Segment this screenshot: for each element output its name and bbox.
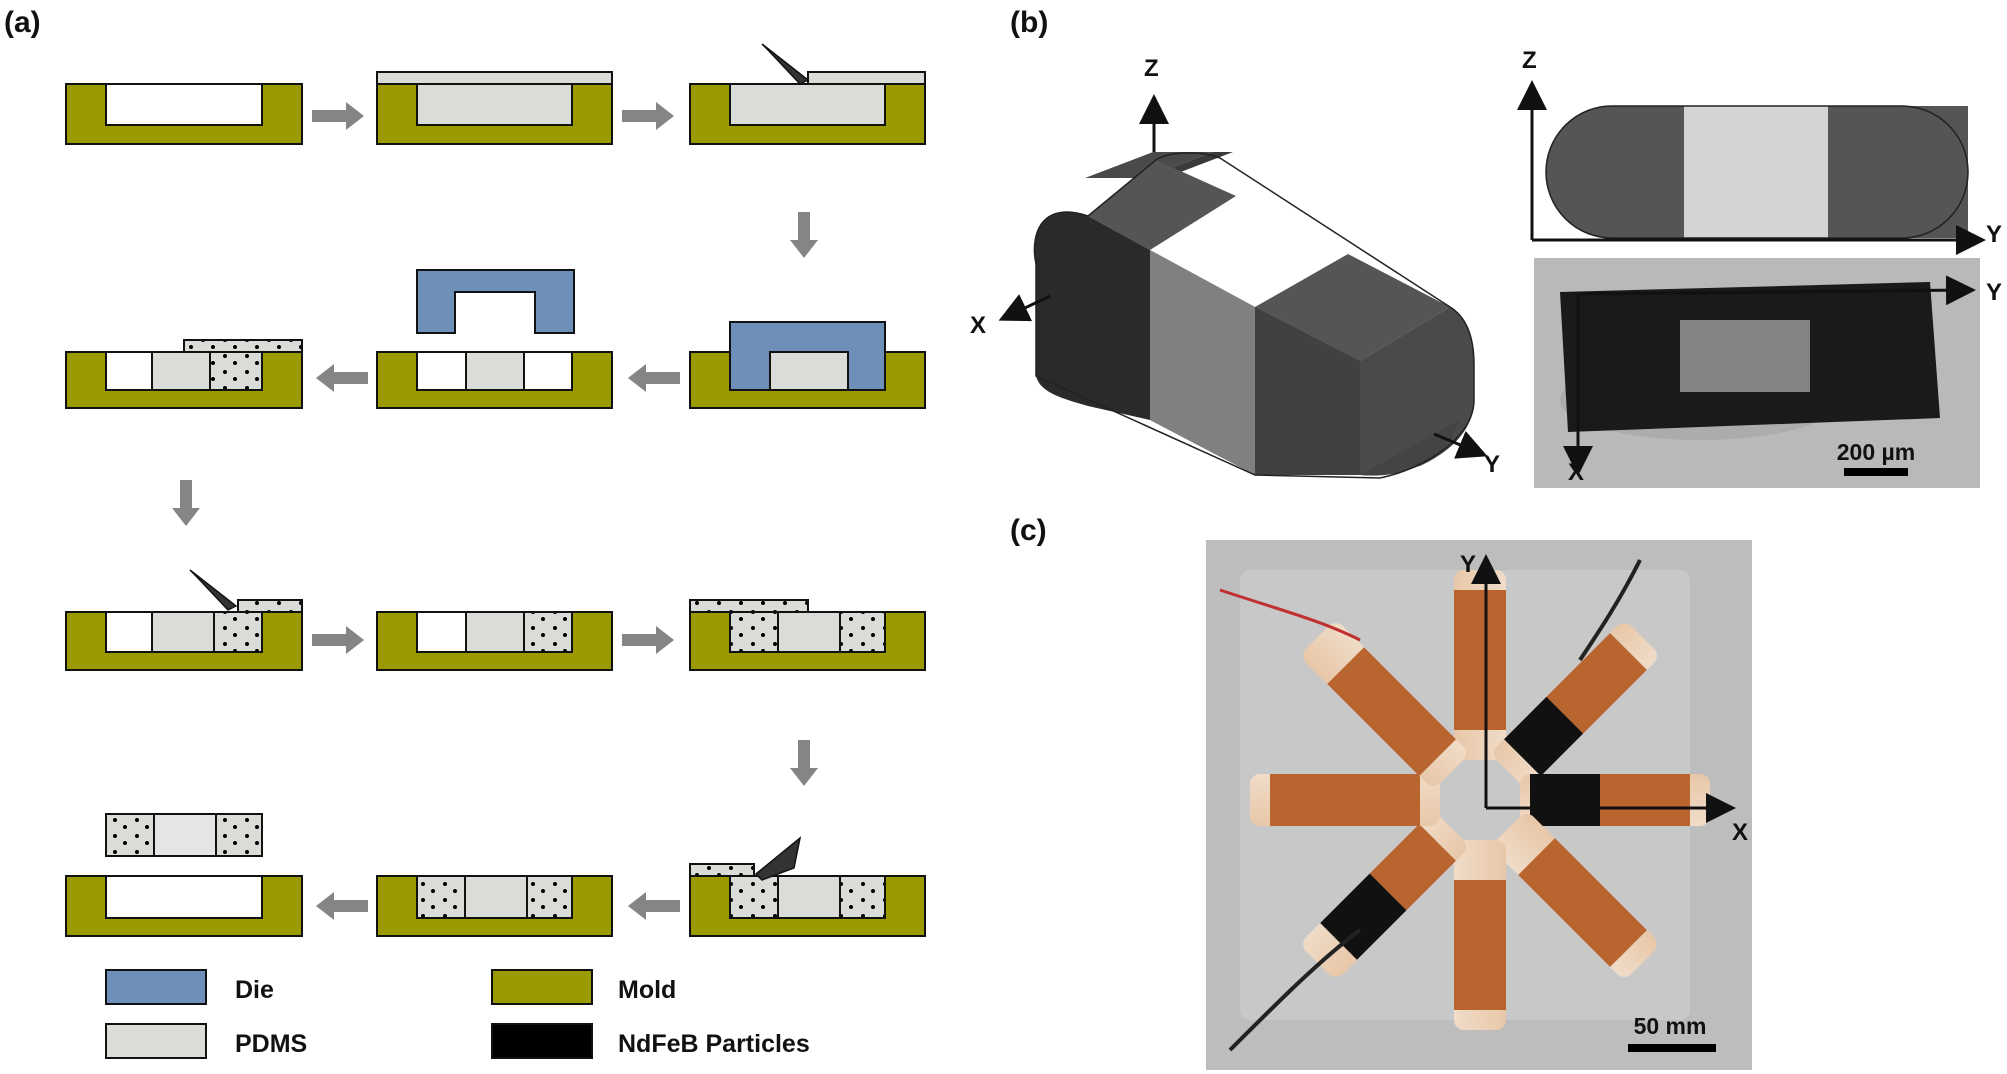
panel-label-b: (b) — [1010, 6, 1048, 39]
micrograph-image: Y X 200 µm — [1534, 258, 2002, 488]
process-arrows — [172, 102, 818, 920]
step-10-final-scrape — [689, 836, 926, 937]
legend-label-mold: Mold — [618, 976, 676, 1004]
legend-swatch-pdms — [105, 1023, 207, 1059]
micrograph-scale-bar — [1844, 468, 1908, 476]
step-7-blade-scrape-ndfeb — [65, 569, 303, 671]
photo-scale-label: 50 mm — [1634, 1013, 1707, 1039]
arrow-right-1 — [312, 102, 364, 130]
photo-axis-y: Y — [1460, 551, 1476, 578]
legend-swatch-die — [105, 969, 207, 1005]
micrograph-axis-y: Y — [1986, 279, 2002, 306]
step-11-filled-mold — [376, 875, 613, 937]
coil-setup-photo: Y X 50 mm — [1206, 540, 1752, 1070]
arrow-left-3 — [628, 892, 680, 920]
legend-label-ndfeb: NdFeB Particles — [618, 1030, 810, 1058]
step-3-blade-scrape — [689, 43, 926, 145]
step-5-die-removed — [376, 269, 613, 409]
step-2-pdms-filled — [376, 71, 613, 145]
step-8-one-side-filled — [376, 611, 613, 671]
step-1-empty-mold — [65, 83, 303, 145]
photo-axis-x: X — [1732, 819, 1748, 846]
side-view-axis-z: Z — [1522, 47, 1537, 74]
arrow-right-2 — [622, 102, 674, 130]
process-diagram — [65, 43, 926, 937]
arrow-left-1 — [628, 364, 680, 392]
step-6-ndfeb-pour — [65, 339, 303, 409]
side-view-axis-y: Y — [1986, 221, 2002, 248]
magnet-3d-model: Z X Y — [970, 55, 1500, 479]
panel-label-c: (c) — [1010, 514, 1047, 547]
micrograph-scale-label: 200 µm — [1837, 439, 1915, 465]
model-axis-y: Y — [1484, 451, 1500, 478]
arrow-left-2 — [316, 364, 368, 392]
step-9-second-side-pour — [689, 599, 926, 671]
micrograph-axis-x: X — [1568, 459, 1584, 486]
arrow-right-3 — [312, 626, 364, 654]
legend: Die PDMS Mold NdFeB Particles — [105, 969, 810, 1059]
panel-label-a: (a) — [4, 6, 41, 39]
arrow-left-4 — [316, 892, 368, 920]
arrow-right-4 — [622, 626, 674, 654]
side-view-center-segment — [1684, 106, 1828, 238]
arrow-down-2 — [172, 480, 200, 526]
legend-label-die: Die — [235, 976, 274, 1004]
legend-label-pdms: PDMS — [235, 1030, 307, 1058]
model-axis-z: Z — [1144, 55, 1159, 82]
model-axis-x: X — [970, 312, 986, 339]
step-4-die-press — [689, 321, 926, 409]
arrow-down-1 — [790, 212, 818, 258]
side-view-diagram: Z Y — [1517, 47, 2002, 255]
legend-swatch-ndfeb — [491, 1023, 593, 1059]
arrow-down-3 — [790, 740, 818, 786]
legend-swatch-mold — [491, 969, 593, 1005]
step-12-demold — [65, 813, 303, 937]
photo-scale-bar — [1628, 1044, 1716, 1052]
coil-set — [1250, 570, 1710, 1030]
